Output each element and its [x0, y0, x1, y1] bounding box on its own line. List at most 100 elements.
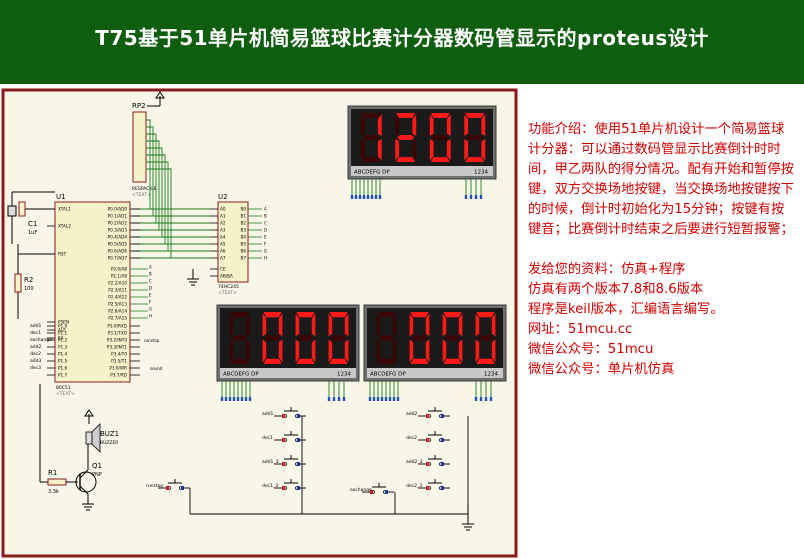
u1-pin-label: P1.7 [58, 373, 68, 378]
p1-net-label: dec1 [30, 330, 41, 336]
u1-pin-label: P2.4/A12 [108, 295, 127, 300]
page-title: T75基于51单片机简易篮球比赛计分器数码管显示的proteus设计 [95, 26, 709, 50]
segment-G [297, 335, 314, 341]
segment-D [263, 358, 282, 364]
u2-pin-label: B4 [240, 235, 246, 240]
rp2-part: RESPACK-8 [132, 186, 156, 192]
q1-ref: Q1 [92, 462, 102, 470]
u1-pin-label: P0.3/AD3 [108, 228, 128, 233]
display-digit [464, 113, 486, 162]
segment-A [476, 312, 495, 318]
segment-E [262, 339, 267, 363]
u2-pin-label: B2 [240, 221, 246, 226]
segment-D [465, 157, 485, 162]
u1-ref: U1 [56, 193, 66, 201]
u2-pin-label: B3 [240, 228, 246, 233]
ground-symbols [187, 269, 474, 531]
u1-pin-label: P0.1/AD1 [108, 214, 128, 219]
segment-C [458, 339, 463, 363]
p1-net-label: exchange [30, 337, 52, 343]
u1-pin-label: P0.6/AD6 [108, 249, 128, 254]
segment-E [295, 339, 300, 363]
display-pin-label: ABCDEFG DP [354, 170, 390, 176]
segment-net-label: B [149, 272, 152, 277]
button-label: runstop [146, 483, 163, 489]
segment-net-label: G [264, 249, 267, 254]
description-intro: 功能介绍：使用51单片机设计一个简易篮球计分器：可以通过数码管显示比赛倒计时时间… [528, 122, 794, 237]
display-pin-label: ABCDEFG DP [370, 372, 406, 378]
u1-part: 80C51 [56, 385, 71, 391]
p1-net-label: add2 [30, 344, 41, 350]
segment-E [442, 339, 447, 363]
segment-A [410, 312, 429, 318]
u1-pin-label: XTAL1 [58, 207, 71, 212]
u1-pin-label: P0.2/AD2 [108, 221, 128, 226]
segment-B [412, 114, 417, 136]
segment-B [377, 114, 382, 136]
display-digit [295, 312, 316, 364]
u1-pin-label: P3.1/TXD [108, 331, 127, 336]
button-label: dec2_3 [406, 483, 422, 489]
u1-pin-label: RST [58, 252, 67, 257]
segment-G [477, 335, 494, 341]
display-digit-label: 1234 [337, 372, 351, 378]
u1-pin-label: P3.0/RXD [107, 324, 127, 329]
r1-ref: R1 [48, 469, 57, 477]
segment-D [361, 157, 381, 162]
display-digit-label: 1234 [474, 170, 488, 176]
rp2-text: <TEXT> [132, 192, 151, 198]
buz1-part: BUZZER [100, 440, 118, 446]
segment-B [311, 313, 316, 337]
p1-net-label: add1 [30, 323, 41, 329]
buz1-ref: BUZ1 [100, 430, 119, 438]
segment-net-label: E [149, 293, 152, 298]
segment-B [344, 313, 349, 337]
segment-E [464, 139, 469, 161]
u2-text: <TEXT> [218, 290, 237, 296]
u2-pin-label: A7 [220, 256, 226, 261]
button-label: dec1 [262, 435, 273, 441]
u1-pin-label: P0.4/AD4 [108, 235, 128, 240]
segment-net-label: E [264, 235, 267, 240]
segment-F [262, 313, 267, 337]
segment-G [431, 135, 449, 140]
description-line: 微信公众号：51mcu [528, 342, 654, 357]
u2-pin-label: A4 [220, 235, 226, 240]
c1-ref: C1 [28, 220, 37, 228]
segment-D [377, 358, 396, 364]
display-digit [360, 113, 382, 162]
segment-D [296, 358, 315, 364]
segment-E [475, 339, 480, 363]
segment-C [344, 339, 349, 363]
segment-G [466, 135, 484, 140]
segment-A [296, 312, 315, 318]
segment-G [362, 135, 380, 140]
u2-pin-label: B0 [240, 207, 246, 212]
u2-pin-label: AB/BA [220, 274, 233, 279]
u2-part: 74HC245 [218, 284, 239, 290]
u1-pin-label: XTAL2 [58, 224, 71, 229]
vcc-terminal [147, 91, 165, 107]
u1-pin-label: P1.4 [58, 352, 68, 357]
u1-pin-label: P1.5 [58, 359, 68, 364]
description-line: 发给您的资料：仿真+程序 [528, 262, 686, 277]
u1-text: <TEXT> [56, 391, 75, 397]
segment-net-label: D [149, 286, 152, 291]
description-line: 程序是keil版本，汇编语言编写。 [528, 302, 724, 317]
segment-net-label: C [149, 279, 152, 284]
pushbutton-add2_3: add2_3 [406, 455, 450, 466]
segment-net-label: F [149, 300, 152, 305]
buffer-ic-u2: U2 74HC245 <TEXT> [217, 193, 249, 296]
title-banner: T75基于51单片机简易篮球比赛计分器数码管显示的proteus设计 [0, 0, 804, 84]
pushbutton-dec1_3: dec1_3 [262, 479, 306, 490]
segment-F [475, 313, 480, 337]
u1-pin-label: P2.7/A15 [108, 316, 127, 321]
pushbutton-add1: add1 [262, 407, 306, 418]
segment-C [446, 139, 451, 161]
u1-pin-label: P1.2 [58, 338, 68, 343]
segment-A [329, 312, 348, 318]
segment-C [491, 339, 496, 363]
seven-segment-display-timer: ABCDEFG DP 1234 [347, 105, 497, 199]
